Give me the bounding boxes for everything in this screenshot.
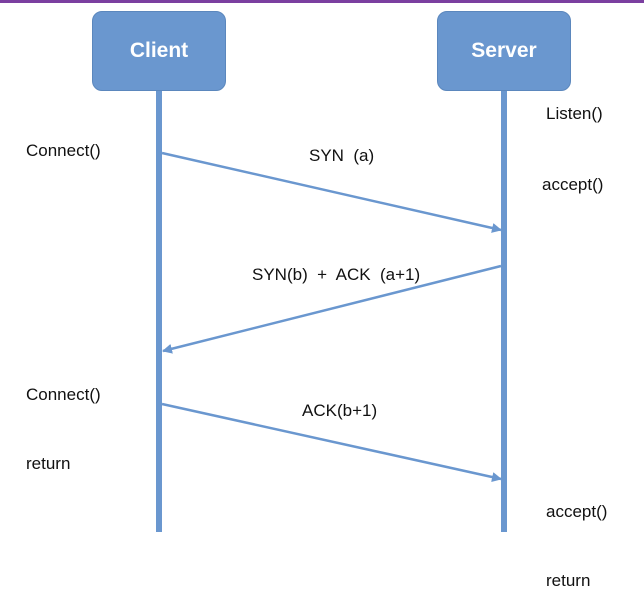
server-node: Server [437,11,571,91]
client-node: Client [92,11,226,91]
connect-return-line-2: return [26,454,71,473]
connect-return-note: Connect() return [26,337,101,498]
ack-arrow [161,402,502,482]
accept-return-line-1: accept() [546,502,608,521]
ack-label: ACK(b+1) [302,401,378,420]
connect-return-line-1: Connect() [26,385,101,404]
syn-label: SYN (a) [309,146,375,165]
syn-arrow [161,151,502,233]
accept-return-line-2: return [546,571,591,590]
listen-note: Listen() [546,104,603,123]
accept-return-note: accept() return [546,454,607,615]
top-border [0,0,644,3]
sequence-diagram [156,91,507,532]
connect-note: Connect() [26,141,101,160]
syn-ack-label: SYN(b) + ACK (a+1) [252,265,421,284]
server-label: Server [471,39,537,62]
syn-ack-arrow [162,264,502,354]
client-label: Client [129,39,189,62]
accept-note: accept() [542,175,604,194]
